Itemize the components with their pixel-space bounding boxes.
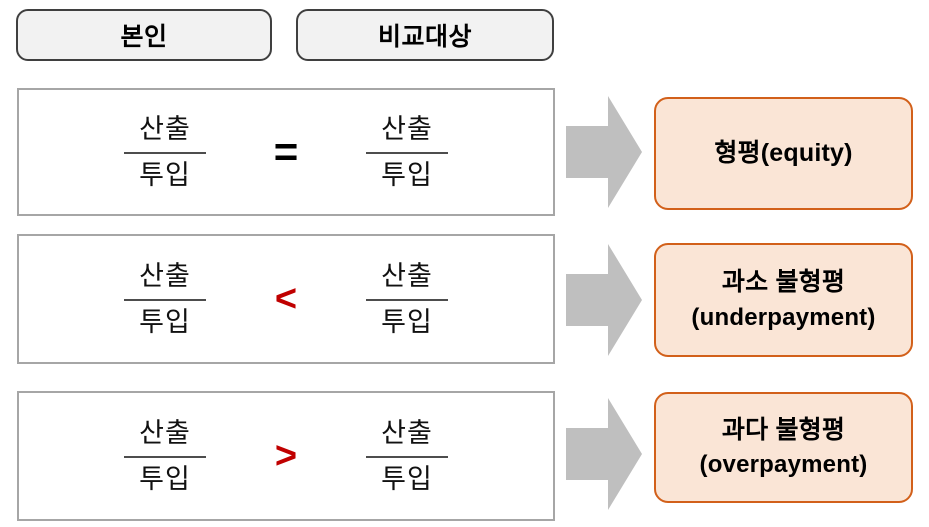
less-than-operator: <: [274, 278, 298, 320]
comparison-box-overpayment: 산출 투입 > 산출 투입: [17, 391, 555, 521]
fraction-numerator: 산출: [381, 261, 433, 292]
header-pill-self-label: 본인: [120, 23, 168, 51]
fraction-numerator: 산출: [139, 418, 191, 449]
fraction-bar: [366, 455, 448, 458]
fraction-bar: [124, 455, 206, 458]
fraction-bar: [124, 151, 206, 154]
fraction-denominator: 투입: [139, 159, 191, 190]
comparison-inner: 산출 투입 < 산출 투입: [19, 236, 553, 362]
result-box-equity: 형평(equity): [654, 97, 913, 210]
equals-operator: =: [273, 128, 299, 175]
fraction-self-equity: 산출 투입: [90, 114, 240, 190]
right-arrow-icon: [566, 398, 642, 510]
fraction-numerator: 산출: [381, 114, 433, 145]
greater-than-operator: >: [274, 435, 298, 477]
result-label-line1: 과다 불형평: [721, 415, 846, 444]
header-pill-self: 본인: [16, 9, 272, 61]
fraction-denominator: 투입: [381, 159, 433, 190]
fraction-denominator: 투입: [139, 463, 191, 494]
result-box-overpayment: 과다 불형평 (overpayment): [654, 392, 913, 503]
fraction-bar: [124, 298, 206, 301]
fraction-reference-underpayment: 산출 투입: [332, 261, 482, 337]
fraction-denominator: 투입: [381, 306, 433, 337]
result-label-line1: 과소 불형평: [721, 268, 846, 297]
comparison-box-underpayment: 산출 투입 < 산출 투입: [17, 234, 555, 364]
fraction-numerator: 산출: [139, 114, 191, 145]
right-arrow-icon: [566, 96, 642, 208]
comparison-box-equity: 산출 투입 = 산출 투입: [17, 88, 555, 216]
result-label-line1: 형평(equity): [714, 138, 853, 167]
right-arrow-icon: [566, 244, 642, 356]
header-pill-reference: 비교대상: [296, 9, 554, 61]
comparison-inner: 산출 투입 > 산출 투입: [19, 393, 553, 519]
comparison-inner: 산출 투입 = 산출 투입: [19, 90, 553, 214]
result-box-underpayment: 과소 불형평 (underpayment): [654, 243, 913, 357]
fraction-bar: [366, 151, 448, 154]
fraction-self-underpayment: 산출 투입: [90, 261, 240, 337]
result-label-line2: (underpayment): [691, 303, 876, 331]
fraction-self-overpayment: 산출 투입: [90, 418, 240, 494]
fraction-reference-overpayment: 산출 투입: [332, 418, 482, 494]
fraction-reference-equity: 산출 투입: [332, 114, 482, 190]
fraction-denominator: 투입: [139, 306, 191, 337]
header-pill-reference-label: 비교대상: [377, 23, 472, 51]
fraction-numerator: 산출: [139, 261, 191, 292]
fraction-bar: [366, 298, 448, 301]
fraction-denominator: 투입: [381, 463, 433, 494]
result-label-line2: (overpayment): [699, 451, 868, 479]
fraction-numerator: 산출: [381, 418, 433, 449]
